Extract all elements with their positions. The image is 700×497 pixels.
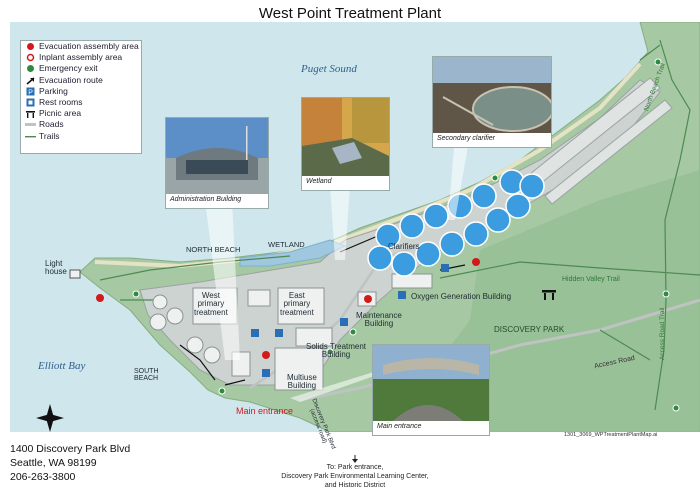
file-id: 1301_3069_WPTreatmentPlantMap.ai <box>564 432 658 438</box>
legend-label: Parking <box>39 85 68 96</box>
picnic-icon <box>25 109 36 119</box>
destination-line: Discovery Park Environmental Learning Ce… <box>281 473 429 480</box>
label-solids-treatment: Solids Treatment Building <box>306 342 367 360</box>
admin-building-image <box>166 118 268 194</box>
west-primary-tanks <box>149 294 221 364</box>
photo-caption: Secondary clarifier <box>437 135 495 142</box>
picnic-icon <box>542 290 556 300</box>
label-puget-sound: Puget Sound <box>301 63 357 75</box>
road-swatch <box>25 120 36 129</box>
photo-secondary-clarifier: Secondary clarifier <box>432 56 552 148</box>
legend-label: Picnic area <box>39 108 82 119</box>
address-city: Seattle, WA 98199 <box>10 457 97 469</box>
destination-note: To: Park entrance, Discovery Park Enviro… <box>255 455 455 490</box>
trail-swatch <box>25 132 36 141</box>
label-oxygen-generation: Oxygen Generation Building <box>411 292 512 301</box>
restroom-icon <box>25 98 36 107</box>
parking-markers <box>251 264 449 377</box>
legend-label: Evacuation route <box>39 74 103 85</box>
legend-item: Evacuation route <box>21 75 141 86</box>
label-clarifiers: Clarifiers <box>388 242 420 251</box>
legend-label: Rest rooms <box>39 96 83 107</box>
site-map <box>10 22 700 432</box>
wetland-pond <box>239 239 347 267</box>
legend-panel: Evacuation assembly area Inplant assembl… <box>20 40 142 154</box>
wetland-image <box>302 98 389 176</box>
legend-item: Roads <box>21 119 141 130</box>
destination-line: To: Park entrance, <box>326 464 384 471</box>
parking-icon: P <box>25 87 36 96</box>
photo-caption: Wetland <box>306 178 332 185</box>
label-west-primary: West primary treatment <box>194 291 228 317</box>
label-elliott-bay: Elliott Bay <box>38 360 86 372</box>
legend-item: Trails <box>21 131 141 142</box>
plant-address: 1400 Discovery Park Blvd Seattle, WA 981… <box>10 442 130 484</box>
legend-label: Emergency exit <box>39 63 98 74</box>
legend-label: Trails <box>39 130 60 141</box>
lighthouse-icon <box>69 269 81 279</box>
map-title: West Point Treatment Plant <box>258 5 442 22</box>
destination-line: and Historic District <box>324 482 386 489</box>
label-wetland: WETLAND <box>268 240 305 249</box>
evacuation-route <box>179 234 466 386</box>
legend-label: Roads <box>39 119 64 130</box>
label-main-entrance: Main entrance <box>236 406 294 416</box>
photo-admin-building: Administration Building <box>165 117 269 209</box>
emergency-exit-icon <box>25 64 36 73</box>
label-east-primary: East primary treatment <box>280 291 314 317</box>
clarifiers <box>367 169 545 277</box>
inplant-assembly-icon <box>25 53 36 62</box>
north-arrow-icon <box>36 404 64 432</box>
legend-label: Evacuation assembly area <box>39 41 139 51</box>
label-north-beach: NORTH BEACH <box>186 245 241 254</box>
address-street: 1400 Discovery Park Blvd <box>10 443 131 455</box>
label-access-road-trail: Access Road Trail <box>659 307 666 360</box>
emergency-exit-markers <box>132 58 680 412</box>
main-entrance-image <box>373 345 489 421</box>
clarifier-image <box>433 57 551 133</box>
legend-label: Inplant assembly area <box>39 52 123 63</box>
photo-caption: Main entrance <box>377 423 422 430</box>
photo-caption: Administration Building <box>170 196 242 203</box>
legend-item: P Parking <box>21 86 141 97</box>
trail-lines <box>99 39 700 411</box>
arrow-down-icon <box>352 455 358 463</box>
legend-item: Inplant assembly area <box>21 52 141 63</box>
label-hidden-valley-trail: Hidden Valley Trail <box>562 276 620 283</box>
evacuation-assembly-icon <box>25 42 36 51</box>
label-maintenance-building: Maintenance Building <box>356 311 402 329</box>
evacuation-route-icon <box>25 76 36 85</box>
legend-item: Rest rooms <box>21 97 141 108</box>
label-south-beach: SOUTH BEACH <box>134 368 159 383</box>
photo-wetland: Wetland <box>301 97 390 191</box>
evacuation-assembly-markers <box>96 258 480 359</box>
address-phone: 206-263-3800 <box>10 471 76 483</box>
legend-item: Emergency exit <box>21 63 141 74</box>
legend-item: Picnic area <box>21 108 141 119</box>
label-multiuse-building: Multiuse Building <box>287 373 317 391</box>
legend-item: Evacuation assembly area <box>21 41 141 52</box>
photo-main-entrance: Main entrance <box>372 344 490 436</box>
label-light-house: Light house <box>45 259 67 277</box>
label-discovery-park: DISCOVERY PARK <box>494 325 565 334</box>
svg-text:P: P <box>28 89 33 96</box>
